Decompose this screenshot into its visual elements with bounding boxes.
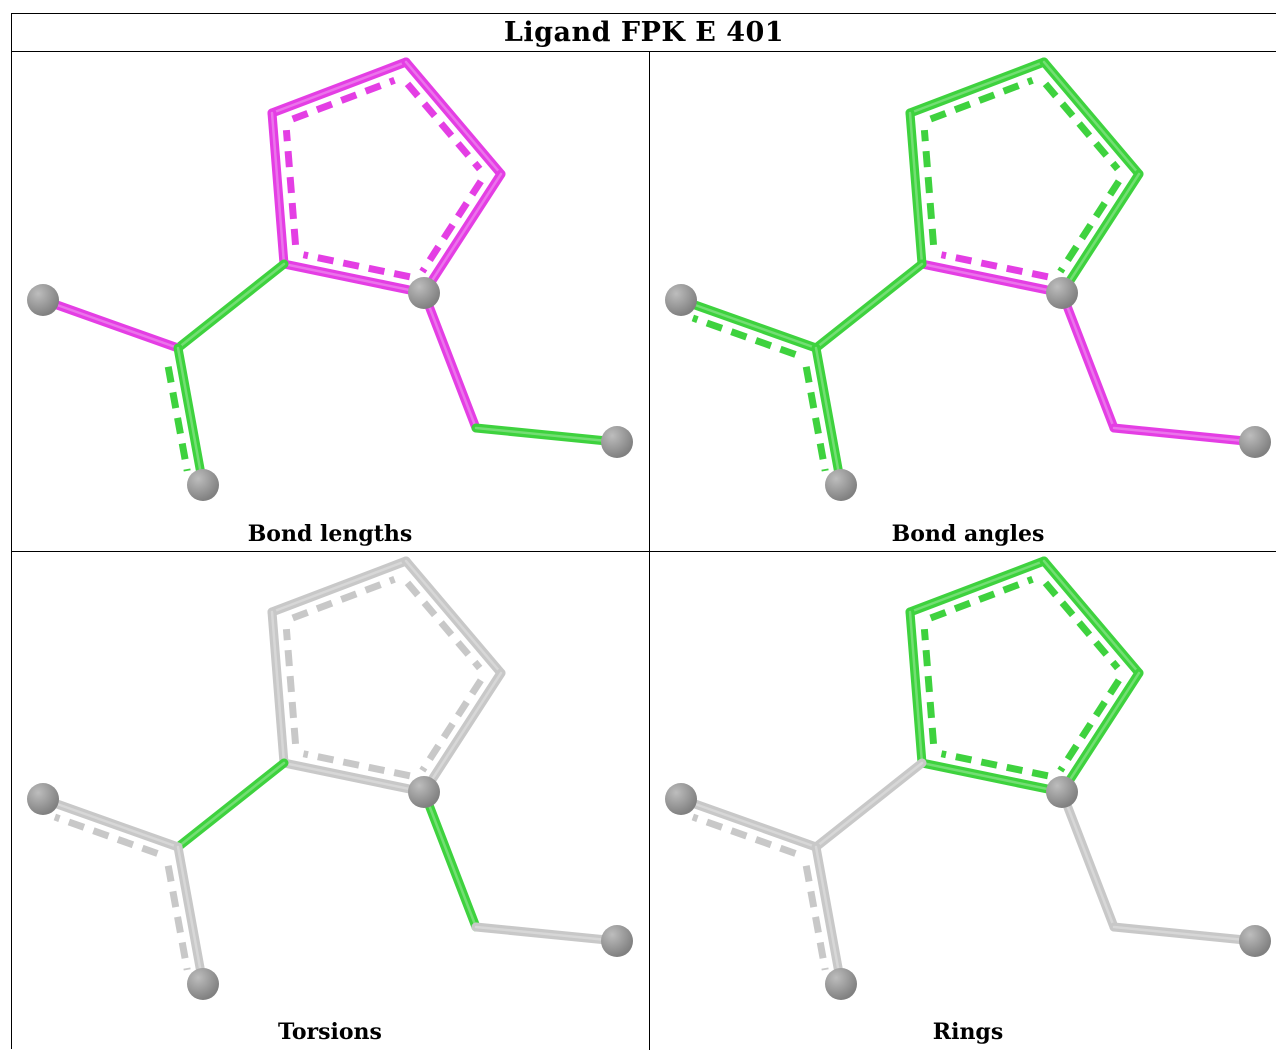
table-title: Ligand FPK E 401 [503,17,785,48]
atom-6 [27,783,59,815]
bond-3-4 [279,750,429,797]
atom-6 [665,284,697,316]
bond-5-6 [676,794,821,857]
bond-4-5 [173,758,289,852]
atom-3 [1046,776,1078,808]
atom-7 [825,968,857,1000]
bond-1-2 [401,556,506,678]
atom-7 [187,469,219,501]
molecule-bond-angles [665,57,1271,501]
bond-3-4 [917,750,1067,797]
molecule-rings [665,556,1271,1000]
bond-8-9 [471,423,622,447]
bond-3-4 [279,251,429,298]
bond-0-1 [905,556,1049,622]
bond-0-1 [905,57,1049,123]
caption-bond-lengths: Bond lengths [247,521,413,547]
results-table: Ligand FPK E 401 Bond lengths Bond angle… [11,13,1276,1050]
bond-5-7 [802,842,846,989]
bond-8-9 [471,922,622,946]
bond-4-5 [173,259,289,353]
panel-torsions: Torsions [12,552,648,1050]
atom-3 [408,776,440,808]
panel-bond-lengths: Bond lengths [12,53,648,551]
bond-4-5 [811,758,927,852]
bond-5-7 [164,842,208,989]
atom-6 [665,783,697,815]
bond-3-8 [419,288,481,433]
title-row: Ligand FPK E 401 [12,14,1276,52]
atom-7 [825,469,857,501]
molecule-torsions [27,556,633,1000]
atom-7 [187,968,219,1000]
atom-9 [1239,426,1271,458]
bond-3-8 [1057,288,1119,433]
bond-5-6 [676,295,821,358]
caption-bond-angles: Bond angles [891,521,1045,547]
bond-5-7 [164,343,208,490]
bond-2-3 [1057,668,1144,797]
atom-6 [27,284,59,316]
bond-4-0 [905,108,938,269]
bond-8-9 [1109,423,1260,447]
panel-bond-angles: Bond angles [650,53,1276,551]
bond-2-3 [419,668,506,797]
bond-0-1 [267,556,411,622]
bond-3-8 [419,787,481,932]
bond-2-3 [419,169,506,298]
atom-3 [408,277,440,309]
bond-4-0 [267,607,300,768]
bond-3-8 [1057,787,1119,932]
bond-5-6 [38,295,183,353]
bond-5-7 [802,343,846,490]
bond-4-0 [905,607,938,768]
caption-rings: Rings [932,1019,1004,1045]
row-divider [12,551,1276,552]
bond-1-2 [401,57,506,179]
atom-9 [1239,925,1271,957]
atom-9 [601,426,633,458]
atom-9 [601,925,633,957]
bond-4-5 [811,259,927,353]
bond-8-9 [1109,922,1260,946]
caption-torsions: Torsions [278,1019,382,1045]
bond-2-3 [1057,169,1144,298]
molecule-bond-lengths [27,57,633,501]
panel-rings: Rings [650,552,1276,1050]
atom-3 [1046,277,1078,309]
bond-1-2 [1039,556,1144,678]
bond-3-4 [917,251,1067,298]
bond-5-6 [38,794,183,857]
bond-1-2 [1039,57,1144,179]
bond-0-1 [267,57,411,123]
bond-4-0 [267,108,300,269]
